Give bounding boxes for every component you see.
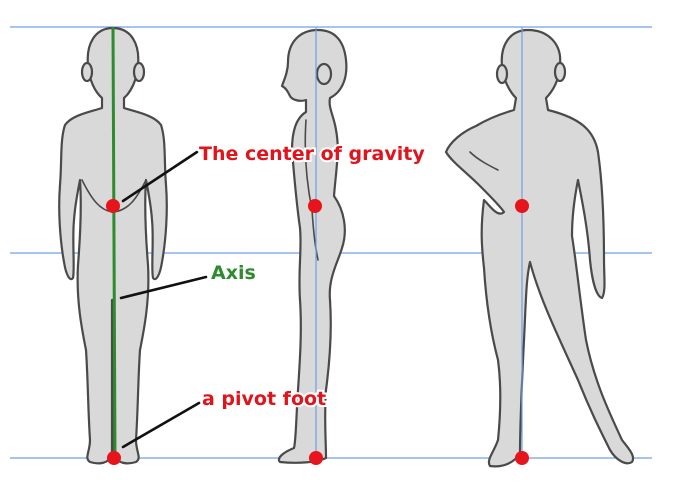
contrapposto-body-outline xyxy=(444,28,635,468)
contrapposto-elbow-line xyxy=(469,151,499,171)
front-right-ear xyxy=(132,61,146,83)
front-left-ear xyxy=(80,61,94,83)
side-view-figure xyxy=(277,27,348,465)
center-of-gravity-label: The center of gravity xyxy=(199,143,425,165)
contrapposto-center-of-gravity-marker xyxy=(515,199,529,213)
contrapposto-pivot-foot-marker xyxy=(515,451,529,465)
side-ear xyxy=(315,62,333,86)
center-of-gravity-leader-line xyxy=(121,150,199,203)
side-center-of-gravity-marker xyxy=(308,199,322,213)
axis-label: Axis xyxy=(211,262,256,284)
contrapposto-right-ear xyxy=(553,61,567,83)
front-view-figure xyxy=(58,26,168,465)
pivot-foot-leader-line xyxy=(121,401,201,449)
axis-line xyxy=(111,26,117,459)
contrapposto-figure xyxy=(444,27,635,468)
side-pivot-foot-marker xyxy=(309,451,323,465)
front-center-of-gravity-marker xyxy=(106,199,120,213)
axis-leader-line xyxy=(119,275,208,300)
front-pivot-foot-marker xyxy=(107,451,121,465)
pivot-foot-label: a pivot foot xyxy=(202,388,326,410)
contrapposto-left-ear xyxy=(495,63,509,85)
side-body-outline xyxy=(277,28,348,464)
